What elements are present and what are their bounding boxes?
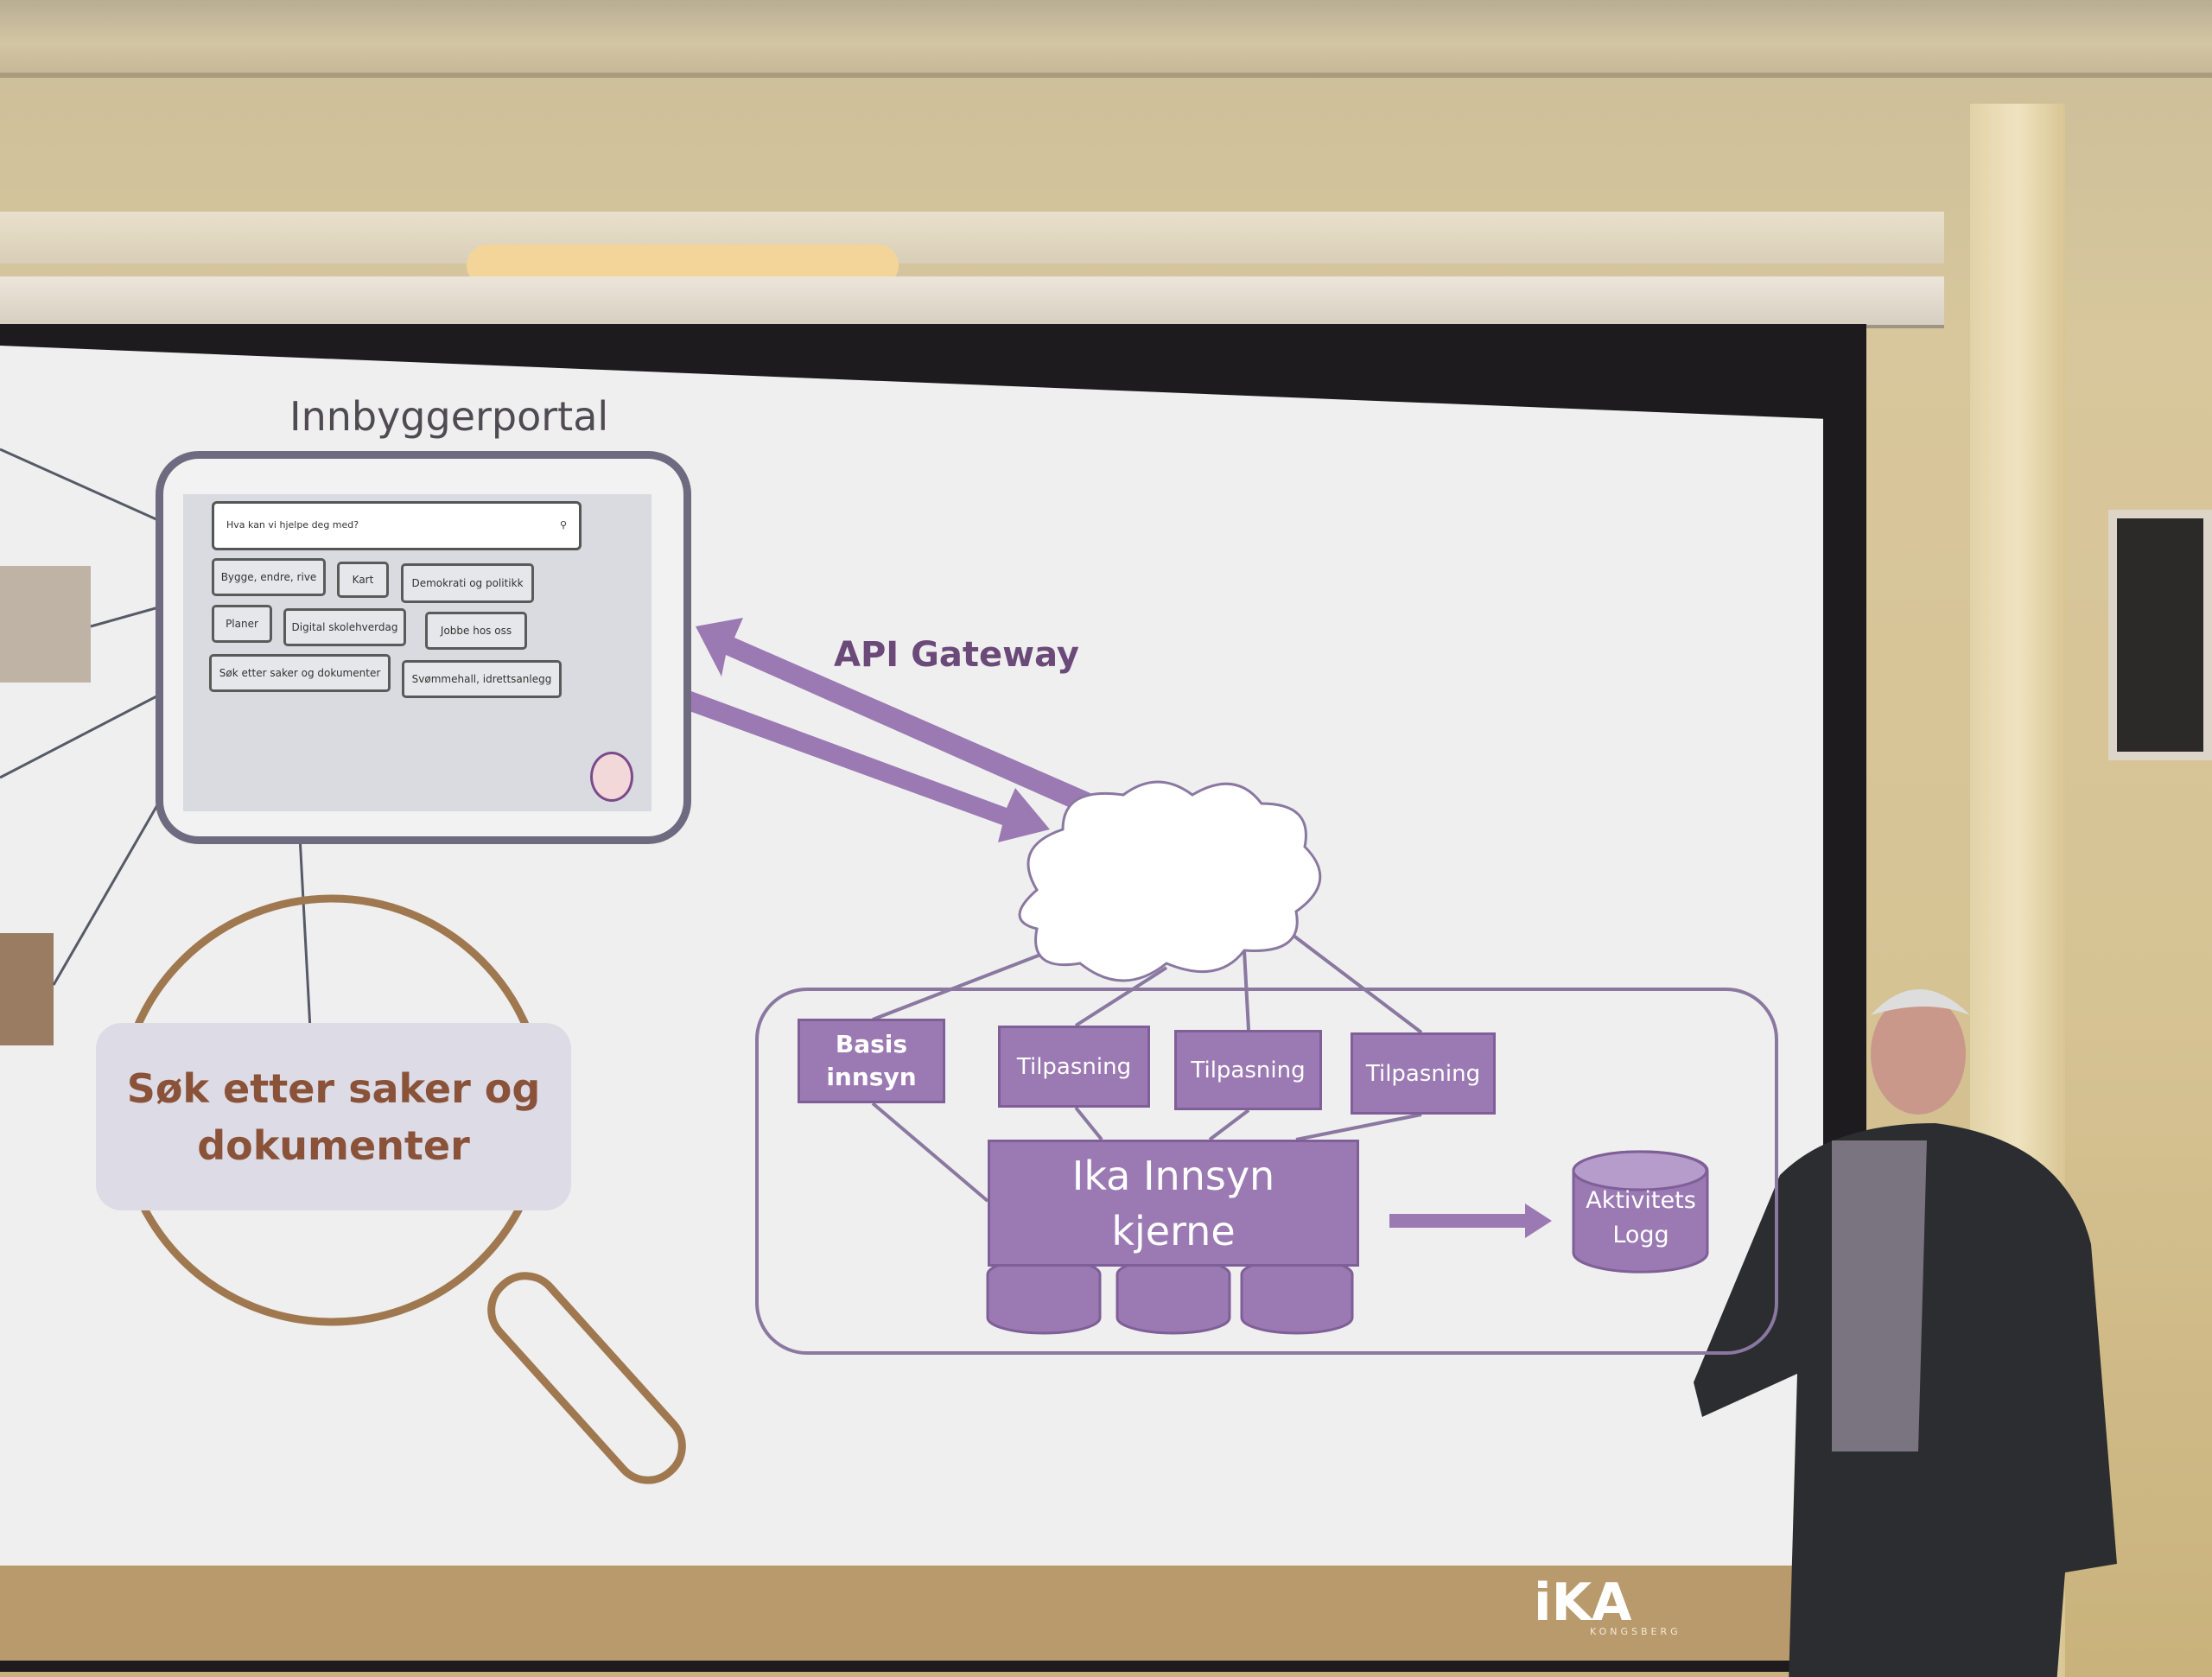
ika-innsyn-kjerne-box: Ika Innsyn kjerne — [988, 1140, 1359, 1267]
left-photo — [0, 566, 91, 683]
ceiling-pipe — [0, 0, 2212, 78]
api-arrow-left — [696, 618, 1090, 812]
chip: Digital skolehverdag — [283, 608, 406, 646]
api-gateway-label: API Gateway — [834, 635, 1079, 675]
chip: Svømmehall, idrettsanlegg — [402, 660, 562, 698]
portal-search-input: Hva kan vi hjelpe deg med? ⚲ — [212, 501, 582, 550]
tilpasning-box: Tilpasning — [1351, 1032, 1496, 1115]
ika-logo-subtitle: KONGSBERG — [1590, 1626, 1681, 1637]
search-icon: ⚲ — [559, 519, 567, 530]
magnifier-handle — [487, 1272, 686, 1484]
chip: Søk etter saker og dokumenter — [209, 654, 391, 692]
portal-title: Innbyggerportal — [289, 393, 609, 440]
logg-arrow — [1389, 1204, 1552, 1238]
chip: Planer — [212, 605, 272, 643]
chip: Demokrati og politikk — [401, 563, 534, 603]
cloud — [1018, 780, 1322, 982]
ika-logo: iKA — [1534, 1572, 1632, 1633]
chip: Jobbe hos oss — [425, 612, 527, 650]
basis-innsyn-box: Basis innsyn — [798, 1019, 945, 1103]
search-placeholder: Hva kan vi hjelpe deg med? — [226, 519, 359, 530]
tilpasning-box: Tilpasning — [998, 1026, 1150, 1108]
chip: Kart — [337, 562, 389, 598]
innsyn-container — [755, 988, 1778, 1355]
avatar — [590, 752, 633, 802]
ceiling — [0, 212, 1944, 264]
chip: Bygge, endre, rive — [212, 558, 326, 596]
presenter — [1694, 989, 2117, 1677]
search-label-box: Søk etter saker og dokumenter — [96, 1023, 571, 1210]
left-photo — [0, 933, 54, 1045]
wall-speaker — [2108, 510, 2212, 760]
slide-footer-band — [0, 1566, 1797, 1661]
tilpasning-box: Tilpasning — [1174, 1030, 1322, 1110]
api-arrow-right — [687, 691, 1050, 842]
aktivitets-logg-label: Aktivitets Logg — [1586, 1187, 1696, 1248]
